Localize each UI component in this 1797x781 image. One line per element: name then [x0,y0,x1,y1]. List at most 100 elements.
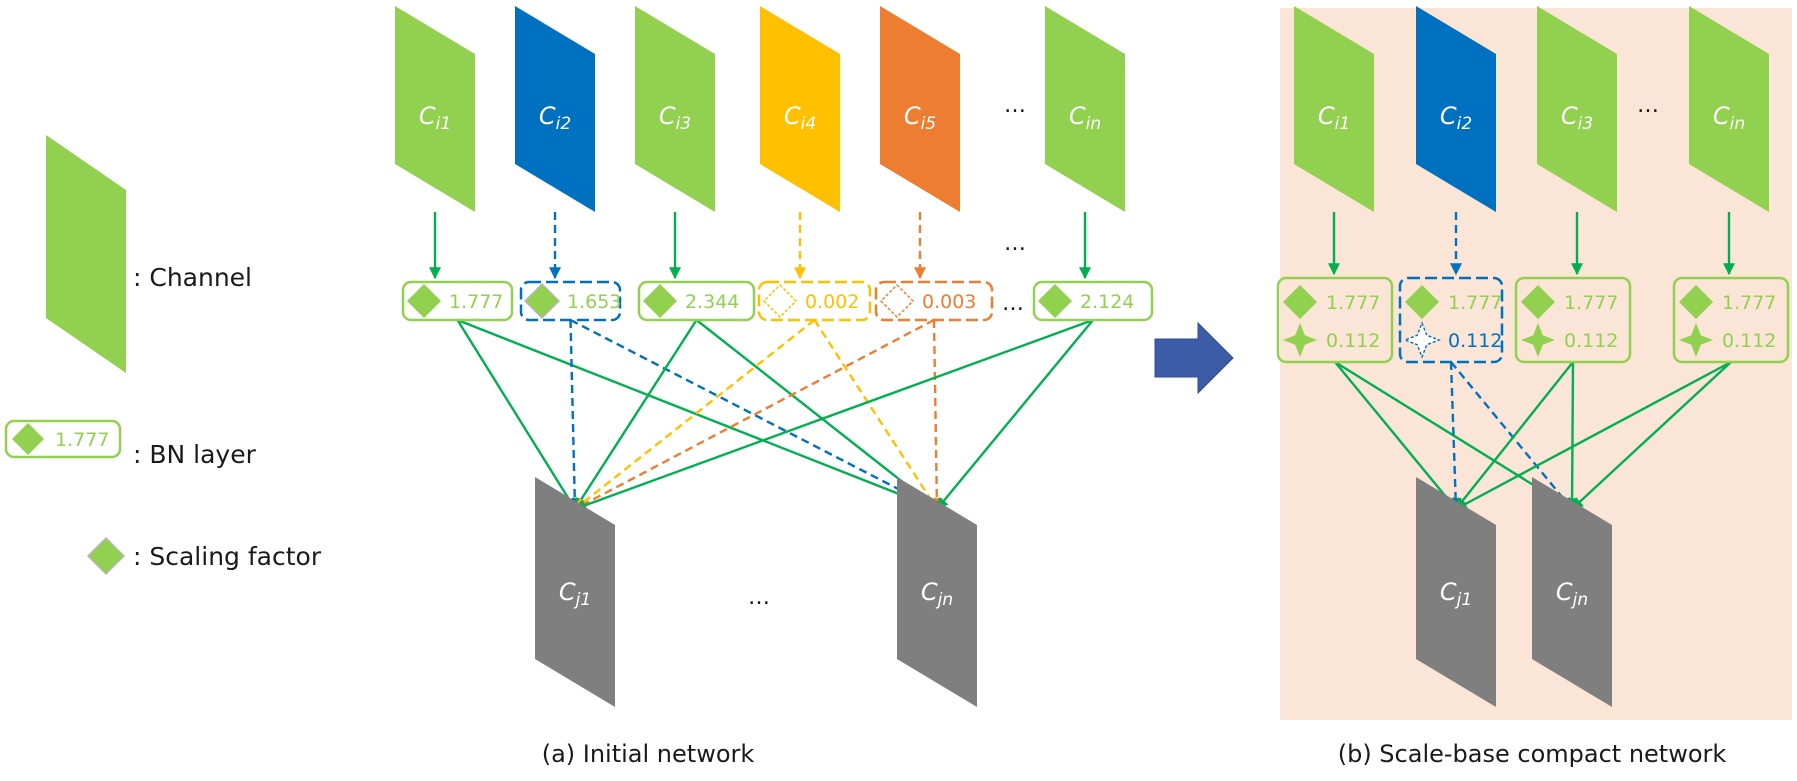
compact-network-connections [1334,360,1732,511]
transition-arrow [1154,321,1234,395]
compact-input-channel-label-i2: Ci2 [1440,102,1472,134]
compact-edge-in-to-j1 [1454,360,1732,511]
edge-i4-to-j1 [574,319,816,510]
compact-scale-value-i3: 1.777 [1564,292,1618,314]
compact-bn-box-in [1672,276,1790,364]
compact-output-channel-label-j1-sub: j1 [1455,590,1473,610]
input-channel-i3 [635,6,715,212]
compact-ellipsis: … [1637,93,1659,118]
legend-scaling-diamond [86,536,126,576]
legend-bn-diamond [12,423,44,455]
compact-input-channel-label-i3-main: C [1561,102,1578,130]
edge-i4-to-jn [813,319,939,511]
edge-i2-to-jn [569,318,939,511]
compact-input-ellipsis: … [1637,93,1659,118]
bn-value-i1: 1.777 [449,291,503,313]
input-channel-label-in-main: C [1069,102,1086,130]
compact-scaling-diamond-i3 [1521,285,1555,319]
scaling-factor-diamond-i1 [407,284,441,318]
compact-scaling-diamond-in [1679,285,1713,319]
compact-input-channel-i1 [1294,6,1374,212]
compact-output-channel-j1 [1416,477,1496,707]
compact-shift-star-i1 [1283,323,1317,357]
input-channel-in [1045,6,1125,212]
input-channel-label-i2-sub: i2 [556,114,572,134]
compact-input-channel-i3 [1537,6,1617,212]
output-channel-label-j1: Cj1 [559,578,591,610]
compact-edge-i1-to-j1 [1334,361,1457,510]
compact-shift-value-i3: 0.112 [1564,330,1618,352]
input-channel-i2 [515,6,595,212]
input-channel-label-i4: Ci4 [784,102,816,134]
bn-box-i5 [874,280,994,322]
compact-input-channel-label-i1: Ci1 [1318,102,1350,134]
input-channel-label-i4-main: C [784,102,801,130]
bn-box-i3 [637,280,756,322]
input-channel-i4 [760,6,840,212]
input-channel-i5 [880,6,960,212]
output-channel-label-jn-main: C [921,578,938,606]
initial-network-caption: (a) Initial network [542,740,755,768]
initial-input-to-bn-arrows [429,212,1091,280]
scaling-factor-diamond-i3 [643,284,677,318]
compact-input-channel-label-i2-sub: i2 [1457,114,1473,134]
initial-bn-ellipsis: … [1002,291,1024,316]
input-channel-label-i1-main: C [419,102,436,130]
edge-i5-to-j1 [573,318,935,511]
edge-i1-to-jn [457,318,939,511]
output-channel-label-jn-sub: jn [936,590,954,610]
input-channel-label-i3-main: C [659,102,676,130]
edge-i3-to-j1 [573,319,698,511]
compact-bn-box-i3 [1514,276,1632,364]
initial-ellipsis: … … … … [748,93,1026,610]
compact-input-channel-label-i3-sub: i3 [1578,114,1594,134]
input-channel-label-in: Cin [1069,102,1101,134]
compact-input-channel-label-i1-sub: i1 [1335,114,1351,134]
compact-shift-value-in: 0.112 [1722,330,1776,352]
input-channel-label-i1: Ci1 [419,102,451,134]
compact-bn-box-i1 [1276,276,1394,364]
legend-bn-label: : BN layer [133,440,257,469]
bn-value-in: 2.124 [1080,291,1134,313]
initial-network-connections [456,318,1094,511]
compact-network-caption: (b) Scale-base compact network [1338,740,1727,768]
input-channel-label-i5-main: C [904,102,921,130]
output-channel-label-j1-main: C [559,578,576,606]
scaling-factor-diamond-i4 [762,283,798,319]
legend-channel-label: : Channel [133,263,252,292]
edge-i2-to-j1 [568,319,581,511]
compact-edge-i3-to-j1 [1455,361,1574,510]
input-channel-label-i4-sub: i4 [801,114,817,134]
legend-bn-box [4,419,122,459]
initial-input-ellipsis: … [1004,93,1026,118]
scaling-factor-diamond-i2 [523,282,561,320]
input-channel-label-i3: Ci3 [659,102,691,134]
compact-input-channel-label-i1-main: C [1318,102,1335,130]
edge-i3-to-jn [695,319,938,510]
compact-shift-star-i3 [1521,323,1555,357]
input-channel-label-i3-sub: i3 [676,114,692,134]
compact-edge-in-to-jn [1571,361,1732,510]
input-channel-label-i2: Ci2 [539,102,571,134]
compact-output-channel-jn [1532,477,1612,707]
legend-bn-value: 1.777 [55,429,109,451]
output-channel-jn [897,477,977,707]
scaling-factor-diamond-i5 [879,283,915,319]
output-channel-label-jn: Cjn [921,578,953,610]
bn-value-i2: 1.653 [567,291,621,313]
compact-input-channel-label-in: Cin [1713,102,1745,134]
input-channel-i1 [395,6,475,212]
compact-shift-value-i1: 0.112 [1326,330,1380,352]
initial-stem-ellipsis: … [1004,231,1026,256]
scaling-factor-diamond-in [1038,284,1072,318]
compact-bn-box-i2 [1398,276,1504,364]
legend: : Channel 1.777 : BN layer : Scaling fac… [4,135,322,576]
compact-input-channel-label-in-sub: in [1730,114,1746,134]
compact-scaling-diamond-i1 [1283,285,1317,319]
